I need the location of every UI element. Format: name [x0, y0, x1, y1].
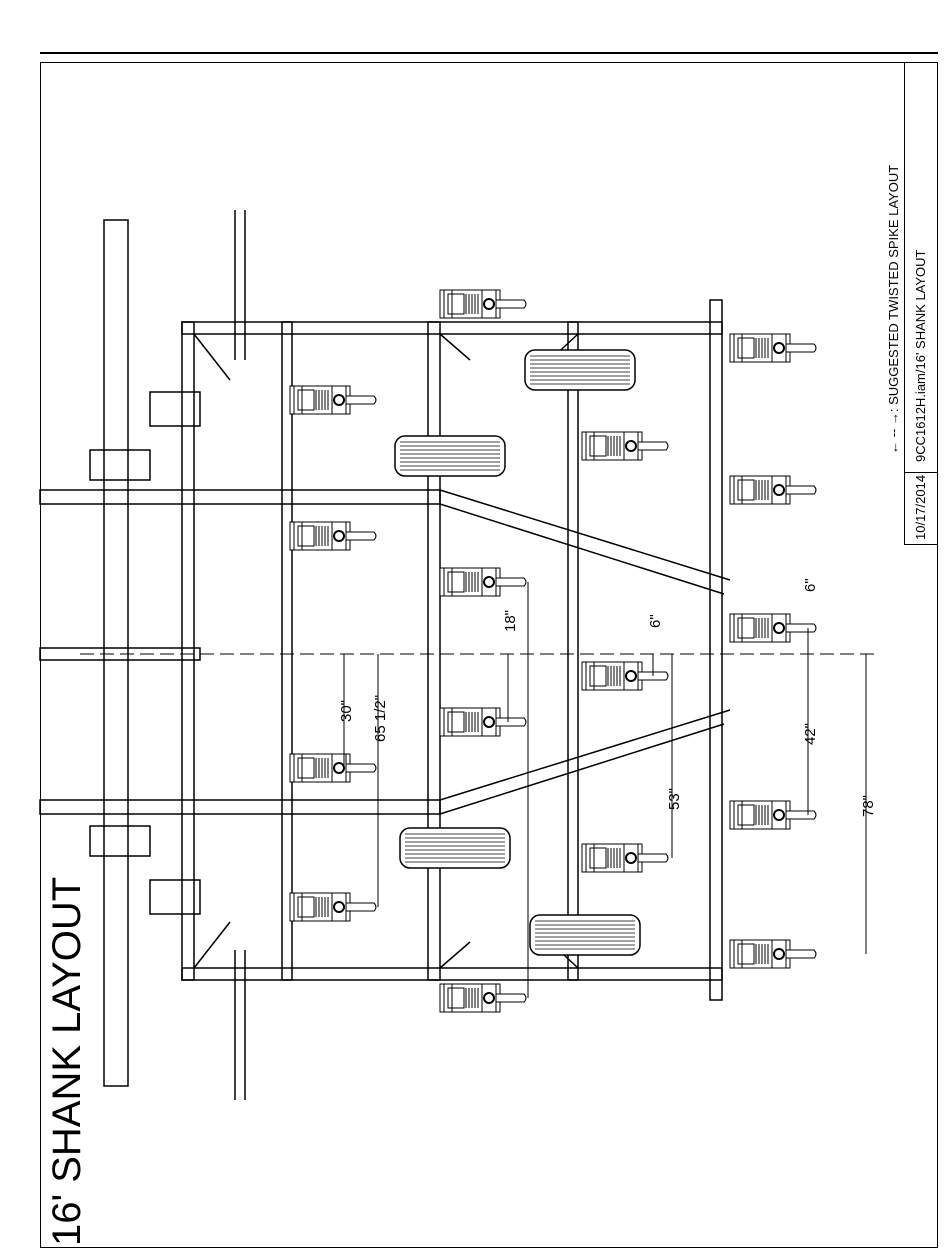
drawing-date: 10/17/2014: [913, 475, 928, 540]
front-crossbar: [182, 322, 194, 980]
legend-note: ← -- →: SUGGESTED TWISTED SPIKE LAYOUT: [886, 165, 901, 454]
dimension-18: 18": [502, 610, 519, 632]
implement-frame: [40, 210, 730, 1100]
gauge-wheel-4: [530, 915, 640, 955]
hitch-beam-left: [40, 490, 440, 504]
frame-rail-left: [182, 322, 722, 334]
dimension-6-rear: 6": [802, 578, 819, 592]
rank-1-bar: [282, 322, 292, 980]
dimension-30: 30": [338, 700, 355, 722]
lift-cylinder-left: [150, 392, 200, 426]
gauge-wheel-3: [400, 828, 510, 868]
rank-2-bar: [428, 322, 440, 980]
diagonal-brace-left: [440, 490, 730, 580]
shanks: [290, 290, 816, 1012]
lift-cylinder-right: [150, 880, 200, 914]
gauge-wheel-1: [395, 436, 505, 476]
gauge-wheel-2: [525, 350, 635, 390]
tongue-bar: [104, 220, 128, 1086]
hitch-beam-right: [40, 800, 440, 814]
dimension-78: 78": [860, 795, 877, 817]
dimension-53: 53": [666, 788, 683, 810]
dimension-42: 42": [802, 723, 819, 745]
rank-3-bar: [568, 322, 578, 980]
file-name: 9CC1612H.iam/16' SHANK LAYOUT: [913, 249, 928, 462]
dimension-6-mid: 6": [647, 614, 664, 628]
page-title: 16' SHANK LAYOUT: [45, 877, 89, 1246]
rank-4-bar: [710, 300, 722, 1000]
frame-rail-right: [182, 968, 722, 980]
dimension-65-half: 65 1/2": [372, 695, 389, 742]
